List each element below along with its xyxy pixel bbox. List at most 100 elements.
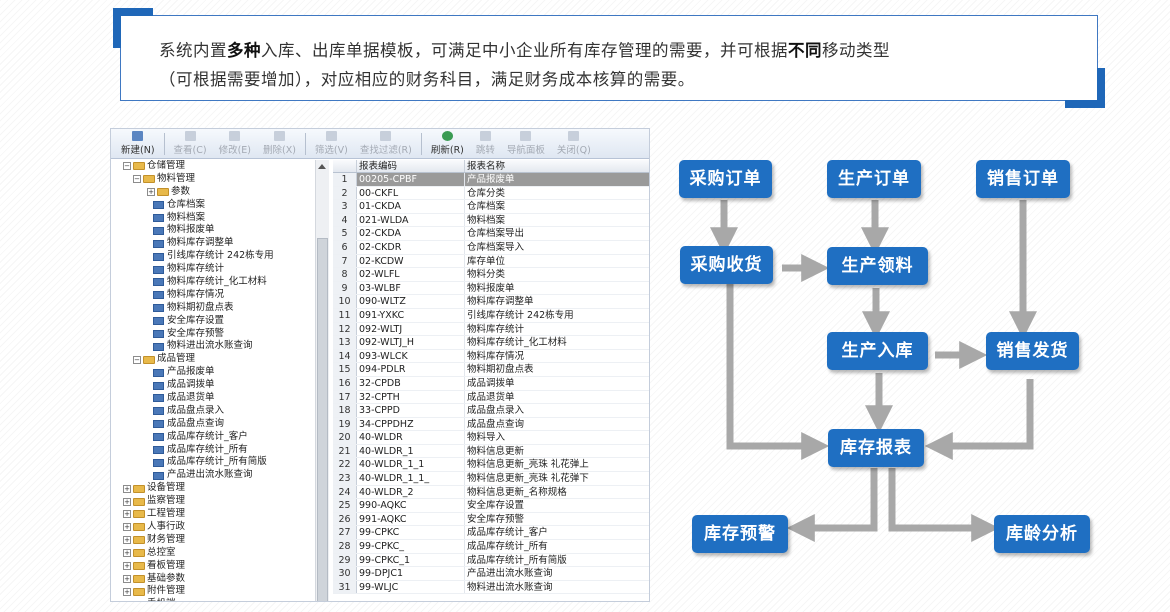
expand-icon[interactable]: +	[123, 549, 131, 558]
expand-icon[interactable]: +	[123, 497, 131, 506]
tree-leaf-item[interactable]: 成品调拨单	[111, 379, 314, 392]
tree-item-label: 物料库存统计_化工材料	[167, 276, 267, 288]
tree-folder-item[interactable]: +人事行政	[111, 521, 314, 534]
edit-button[interactable]: 修改(E)	[213, 130, 257, 158]
tree-folder-item[interactable]: +财务管理	[111, 534, 314, 547]
grid-header-name[interactable]: 报表名称	[467, 161, 506, 172]
nav-panel-button[interactable]: 导航面板	[501, 130, 551, 158]
close-button[interactable]: 关闭(Q)	[551, 130, 597, 158]
tree-leaf-item[interactable]: 物料报废单	[111, 224, 314, 237]
grid-header-code[interactable]: 报表编码	[357, 160, 465, 172]
collapse-icon[interactable]: −	[133, 355, 141, 364]
tree-leaf-item[interactable]: 仓库档案	[111, 199, 314, 212]
tree-folder-item[interactable]: +看板管理	[111, 560, 314, 573]
tree-leaf-item[interactable]: 成品盘点查询	[111, 418, 314, 431]
tree-leaf-item[interactable]: 成品盘点录入	[111, 405, 314, 418]
expand-icon[interactable]: +	[123, 536, 131, 545]
tree-folder-item[interactable]: −仓储管理	[111, 160, 314, 173]
tree-leaf-item[interactable]: 产品报废单	[111, 366, 314, 379]
expand-icon[interactable]: +	[147, 188, 155, 197]
expand-icon[interactable]: +	[123, 600, 131, 601]
tree-scrollbar[interactable]	[315, 160, 329, 601]
tree-leaf-item[interactable]: 物料期初盘点表	[111, 302, 314, 315]
jump-button[interactable]: 跳转	[470, 130, 501, 158]
new-button[interactable]: 新建(N)	[115, 130, 161, 158]
tree-leaf-item[interactable]: 成品退货单	[111, 392, 314, 405]
tree-folder-item[interactable]: +设备管理	[111, 482, 314, 495]
corner-decoration-top-left	[113, 8, 153, 48]
tree-leaf-item[interactable]: 成品库存统计_所有简版	[111, 456, 314, 469]
scroll-up-arrow-icon[interactable]	[318, 164, 326, 169]
tree-folder-item[interactable]: +附件管理	[111, 585, 314, 598]
tree-leaf-item[interactable]: 安全库存预警	[111, 328, 314, 341]
edit-button-label: 修改(E)	[218, 145, 251, 156]
expand-icon[interactable]: +	[123, 562, 131, 571]
tree-leaf-item[interactable]: 引线库存统计 242栋专用	[111, 250, 314, 263]
expand-icon[interactable]: +	[123, 484, 131, 493]
view-button[interactable]: 查看(C)	[168, 130, 213, 158]
tree-folder-item[interactable]: −物料管理	[111, 173, 314, 186]
find-button[interactable]: 查找过滤(R)	[354, 130, 418, 158]
tree-leaf-item[interactable]: 安全库存设置	[111, 315, 314, 328]
tree-leaf-item[interactable]: 成品库存统计_所有	[111, 444, 314, 457]
refresh-button[interactable]: 刷新(R)	[425, 130, 470, 158]
tree-leaf-item[interactable]: 物料进出流水账查询	[111, 340, 314, 353]
app-window: 新建(N) 查看(C) 修改(E) 删除(X) 筛选(V) 查找过滤(R) 刷新…	[110, 128, 650, 602]
tree-leaf-item[interactable]: 产品进出流水账查询	[111, 469, 314, 482]
tree-leaf-item[interactable]: 物料档案	[111, 212, 314, 225]
tree-leaf-item[interactable]: 成品库存统计_客户	[111, 431, 314, 444]
tree-leaf-item[interactable]: 物料库存情况	[111, 289, 314, 302]
tree-folder-item[interactable]: +手机端	[111, 598, 314, 601]
delete-button[interactable]: 删除(X)	[257, 130, 302, 158]
expand-icon[interactable]: +	[123, 574, 131, 583]
tree-folder-item[interactable]: −成品管理	[111, 353, 314, 366]
expand-icon[interactable]: +	[123, 510, 131, 519]
collapse-icon[interactable]: −	[133, 175, 141, 184]
collapse-icon[interactable]: −	[123, 162, 131, 171]
tree-folder-item[interactable]: +总控室	[111, 547, 314, 560]
tree-leaf-item[interactable]: 物料库存统计_化工材料	[111, 276, 314, 289]
tree-folder-item[interactable]: +参数	[111, 186, 314, 199]
tree-folder-item[interactable]: +基础参数	[111, 573, 314, 586]
filter-button[interactable]: 筛选(V)	[309, 130, 354, 158]
report-name-cell: 物料分类	[467, 269, 506, 281]
tree-folder-item[interactable]: +监察管理	[111, 495, 314, 508]
expand-icon[interactable]: +	[123, 587, 131, 596]
tree-leaf-item[interactable]: 物料库存统计	[111, 263, 314, 276]
tree-leaf-item[interactable]: 物料库存调整单	[111, 237, 314, 250]
tree-scrollbar-thumb[interactable]	[317, 238, 328, 601]
expand-icon[interactable]: +	[123, 523, 131, 532]
tree-folder-item[interactable]: +工程管理	[111, 508, 314, 521]
